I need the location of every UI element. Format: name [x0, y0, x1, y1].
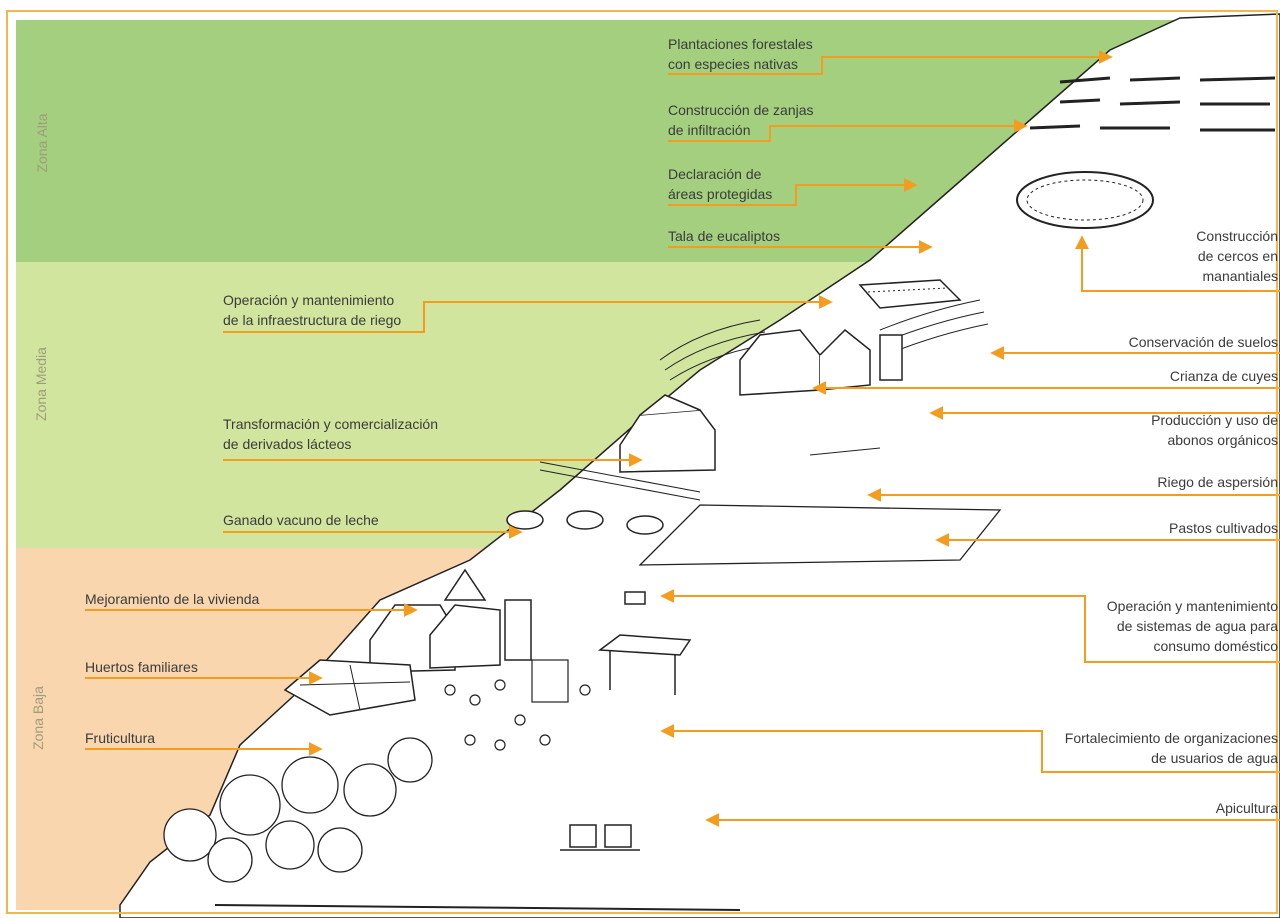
dairy-cows — [506, 510, 664, 535]
zona-baja-label: Zona Baja — [30, 686, 46, 750]
dairy-house — [619, 394, 716, 473]
label-vivienda: Mejoramiento de la vivienda — [85, 591, 260, 607]
zona-alta-label: Zona Alta — [34, 113, 50, 173]
arrow-cercos — [1075, 235, 1280, 292]
spring-enclosure — [1016, 171, 1154, 229]
irrigation-tank — [858, 279, 962, 309]
arrow-plantaciones — [668, 50, 1113, 75]
fruit-trees — [163, 737, 433, 883]
label-fruticultura: Fruticultura — [85, 730, 156, 746]
zona-media-label: Zona Media — [33, 347, 49, 421]
label-tala: Tala de eucaliptos — [668, 228, 781, 244]
label-ganado: Ganado vacuno de leche — [223, 512, 379, 528]
ground-line — [214, 904, 741, 911]
arrow-organizaciones — [660, 724, 1280, 773]
label-apicultura: Apicultura — [1215, 800, 1278, 816]
guinea-pig-house — [739, 328, 903, 396]
label-cuyes: Crianza de cuyes — [1169, 368, 1278, 384]
label-pastos: Pastos cultivados — [1169, 520, 1278, 536]
arrow-riego-infra — [223, 295, 833, 333]
improved-houses — [369, 568, 532, 673]
label-suelos: Conservación de suelos — [1128, 334, 1278, 350]
cultivated-pasture — [638, 504, 1002, 566]
label-huertos: Huertos familiares — [85, 659, 198, 675]
infiltration-trenches — [1029, 76, 1276, 132]
water-users-meeting — [444, 659, 591, 751]
pasture-fence — [539, 447, 881, 501]
water-system-shelter — [597, 591, 692, 695]
label-aspersion: Riego de aspersión — [1157, 474, 1278, 490]
arrow-agua-domestico — [660, 589, 1280, 663]
outer-frame — [6, 10, 1278, 914]
arrow-areas — [668, 178, 918, 206]
beehives — [560, 824, 640, 851]
arrow-zanjas — [668, 119, 1028, 142]
